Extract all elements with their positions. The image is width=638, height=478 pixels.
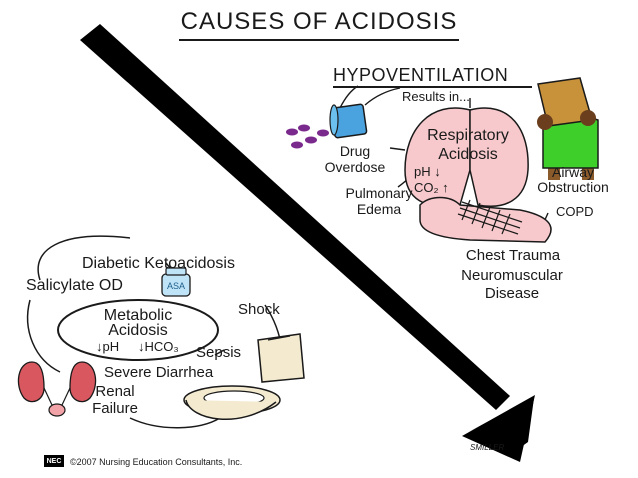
copd-label: COPD xyxy=(556,204,594,219)
severe-diarrhea-label: Severe Diarrhea xyxy=(104,364,214,381)
airway-obstruction-person-icon xyxy=(537,77,599,180)
hypoventilation-heading: HYPOVENTILATION xyxy=(333,65,509,85)
respiratory-acidosis-line2: Acidosis xyxy=(438,146,498,163)
hypoventilation-underline xyxy=(333,86,532,88)
shock-label: Shock xyxy=(238,301,280,318)
metabolic-hco3-label: ↓HCO₃ xyxy=(138,339,179,354)
metabolic-ph-label: ↓pH xyxy=(96,339,120,354)
toilet-icon xyxy=(183,333,305,421)
respiratory-ph-label: pH ↓ xyxy=(414,164,441,179)
asa-bottle-icon xyxy=(161,267,191,297)
sepsis-label: Sepsis xyxy=(196,344,242,361)
chest-trauma-label: Chest Trauma xyxy=(465,247,561,264)
results-in-label: Results in... xyxy=(402,89,470,104)
drug-overdose-line2: Overdose xyxy=(324,159,386,175)
pulmonary-edema-line2: Edema xyxy=(356,201,402,217)
kidneys-icon xyxy=(17,361,97,417)
artist-signature: SMILLER xyxy=(470,443,505,452)
diabetic-ketoacidosis-label: Diabetic Ketoacidosis xyxy=(82,255,235,272)
neuromuscular-line2: Disease xyxy=(484,285,540,302)
page-title: CAUSES OF ACIDOSIS xyxy=(180,8,458,35)
renal-failure-line1: Renal xyxy=(95,383,135,400)
chest-trauma-figure-icon xyxy=(419,196,552,243)
neuromuscular-line1: Neuromuscular xyxy=(461,267,563,284)
drug-overdose-line1: Drug xyxy=(339,143,371,159)
metabolic-acidosis-line2: Acidosis xyxy=(108,322,168,339)
metabolic-loop xyxy=(26,235,283,429)
metabolic-acidosis-oval xyxy=(57,299,219,361)
copyright-text: ©2007 Nursing Education Consultants, Inc… xyxy=(70,457,243,467)
asa-label: ASA xyxy=(166,281,185,291)
salicylate-od-label: Salicylate OD xyxy=(26,277,123,294)
respiratory-co2-label: CO₂ ↑ xyxy=(414,180,449,195)
acidosis-arrow xyxy=(80,24,535,462)
airway-obstruction-line1: Airway xyxy=(551,164,594,180)
lungs-icon xyxy=(404,107,529,207)
renal-failure-line2: Failure xyxy=(92,400,138,417)
pulmonary-edema-line1: Pulmonary xyxy=(345,185,413,201)
nec-logo-box xyxy=(44,455,64,467)
airway-obstruction-line2: Obstruction xyxy=(537,179,609,195)
respiratory-acidosis-line1: Respiratory xyxy=(427,127,509,144)
metabolic-acidosis-line1: Metabolic xyxy=(103,307,173,324)
title-underline xyxy=(179,39,459,41)
nec-logo-text: NEC xyxy=(46,458,62,465)
pill-bottle-icon xyxy=(286,103,368,149)
